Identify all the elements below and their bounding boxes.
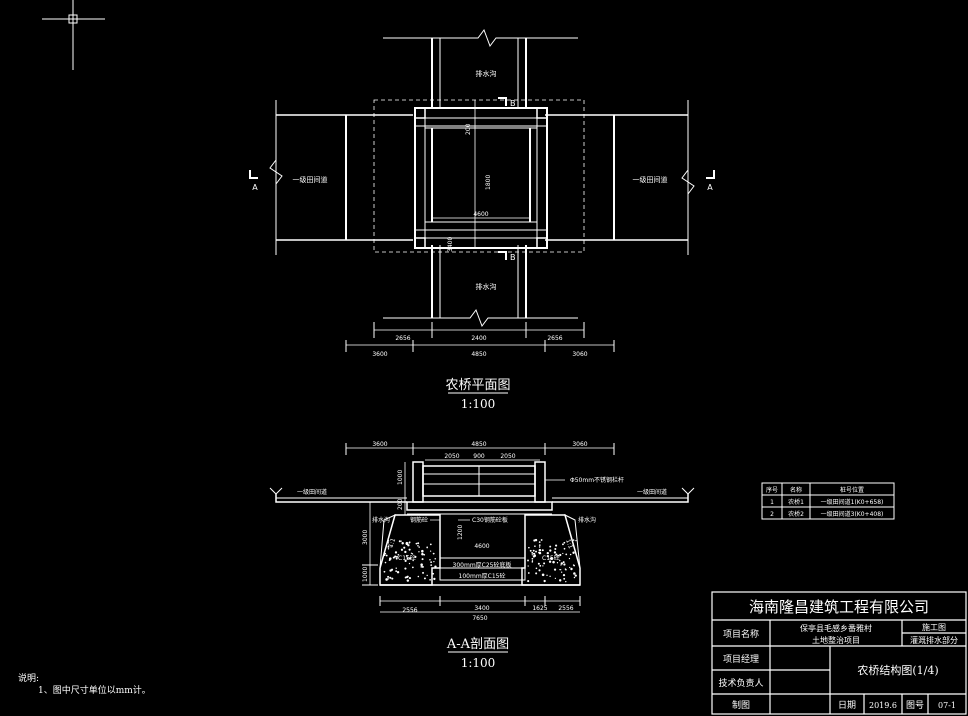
table-header-location: 桩号位置: [840, 486, 864, 494]
section-scale: 1:100: [461, 656, 496, 670]
stage-line2: 灌溉排水部分: [910, 635, 958, 645]
plan-scale: 1:100: [461, 397, 496, 411]
date-value: 2019.6: [869, 701, 897, 710]
section-dim-left-0: 200: [397, 498, 404, 510]
section-beam-label: 钢筋砼: [410, 516, 428, 524]
section-dim-bottom-0: 2556: [402, 607, 417, 614]
section-road-label-left: 一级田间道: [297, 488, 327, 496]
section-dim-inner-1: 900: [473, 453, 485, 460]
section-dim-top-2: 3060: [572, 441, 587, 448]
section-dim-1200: 1200: [457, 525, 464, 540]
table-text: 序号 名称 桩号位置 1 农桥1 一级田间道1(K0+658) 2 农桥2 一级…: [766, 486, 883, 518]
section-c15-left: C15砼: [398, 554, 416, 562]
section-dim-inner-0: 2050: [444, 453, 459, 460]
plan-dim-bottom-0: 3600: [372, 351, 387, 358]
section-dim-top-0: 3600: [372, 441, 387, 448]
plan-labels: 排水沟 排水沟 一级田间道 一级田间道 A A B B 4600 200 180…: [252, 69, 713, 411]
section-dim-inner-2: 2050: [500, 453, 515, 460]
plan-dim-top-2: 2656: [547, 335, 562, 342]
section-labels: 3600 4850 3060 2050 900 2050 一级田间道 一级田间道…: [297, 441, 667, 670]
table-cell: 2: [770, 511, 774, 518]
stage-line1: 施工图: [922, 622, 946, 632]
plan-dim-bottom-1: 4850: [471, 351, 486, 358]
section-cushion-label: 300mm厚C25砼底板: [453, 561, 512, 569]
manager-label: 项目经理: [723, 653, 759, 665]
table-cell: 1: [770, 499, 774, 506]
section-road-label-right: 一级田间道: [637, 488, 667, 496]
plan-dim-3400: 3400: [447, 237, 454, 252]
plan-drain-label-bottom: 排水沟: [476, 282, 497, 291]
section-cushion2-label: 100mm厚C15砼: [459, 572, 506, 580]
number-value: 07-1: [938, 701, 956, 710]
section-dim-bottom-2: 1625: [532, 605, 547, 612]
company-name: 海南隆昌建筑工程有限公司: [749, 598, 929, 616]
plan-dim-4600: 4600: [473, 211, 488, 218]
project-name-line2: 土地整治项目: [812, 635, 860, 645]
project-label: 项目名称: [723, 628, 759, 640]
notes: 说明: 1、图中尺寸单位以mm计。: [18, 672, 151, 696]
bridge-location-table: [761, 482, 895, 520]
drawing-title: 农桥结构图(1/4): [857, 663, 938, 677]
section-rail-label: Φ50mm不锈钢栏杆: [570, 476, 624, 484]
plan-section-mark-b-bottom: B: [510, 253, 516, 262]
section-slope-left: 1:1: [387, 537, 397, 549]
section-slope-right: 1:1: [564, 538, 574, 550]
plan-drain-label-top: 排水沟: [476, 69, 497, 78]
plan-view: [249, 28, 715, 352]
section-dim-total: 7650: [472, 615, 487, 622]
plan-title: 农桥平面图: [445, 378, 510, 393]
section-drain-label-right: 排水沟: [578, 516, 596, 524]
section-drain-label-left: 排水沟: [372, 516, 390, 524]
plan-dim-200: 200: [465, 123, 472, 135]
project-name-line1: 保亭县毛感乡番雅村: [800, 623, 872, 633]
title-block: [711, 591, 967, 715]
table-cell: 一级田间道1(K0+658): [821, 498, 884, 506]
plan-dim-bottom-2: 3060: [572, 351, 587, 358]
table-header-name: 名称: [790, 486, 802, 494]
section-dim-left-1: 1000: [397, 470, 404, 485]
section-view: [269, 443, 695, 613]
table-cell: 农桥2: [788, 510, 804, 518]
section-dim-1000: 1000: [362, 567, 369, 582]
section-dim-bottom-3: 2556: [558, 605, 573, 612]
table-header-index: 序号: [766, 486, 778, 494]
section-hatching: [383, 538, 577, 583]
plan-section-mark-right: A: [707, 183, 713, 192]
date-label: 日期: [838, 700, 856, 711]
plan-section-mark-left: A: [252, 183, 258, 192]
title-block-text: 海南隆昌建筑工程有限公司 项目名称 保亭县毛感乡番雅村 土地整治项目 施工图 灌…: [718, 598, 958, 711]
section-c15-right: C15砼: [542, 554, 560, 562]
plan-dim-top-1: 2400: [471, 335, 486, 342]
table-cell: 农桥1: [788, 498, 804, 506]
plan-road-label-right: 一级田间道: [633, 175, 668, 184]
plan-section-mark-b-top: B: [510, 99, 516, 108]
notes-line1: 1、图中尺寸单位以mm计。: [38, 684, 151, 696]
table-cell: 一级田间道3(K0+408): [821, 510, 884, 518]
notes-heading: 说明:: [18, 672, 39, 684]
section-dim-top-1: 4850: [471, 441, 486, 448]
drawn-label: 制图: [732, 699, 750, 711]
section-dim-4600: 4600: [474, 543, 489, 550]
plan-dim-top-0: 2656: [395, 335, 410, 342]
plan-dim-1800: 1800: [485, 175, 492, 190]
crosshair-cursor-icon: [42, 0, 105, 70]
tech-label: 技术负责人: [718, 677, 763, 689]
section-title: A-A剖面图: [446, 637, 509, 652]
number-label: 图号: [906, 700, 924, 711]
section-slab-label: C30钢筋砼板: [472, 516, 508, 524]
section-dim-bottom-1: 3400: [474, 605, 489, 612]
plan-road-label-left: 一级田间道: [293, 175, 328, 184]
section-dim-3000: 3000: [362, 530, 369, 545]
